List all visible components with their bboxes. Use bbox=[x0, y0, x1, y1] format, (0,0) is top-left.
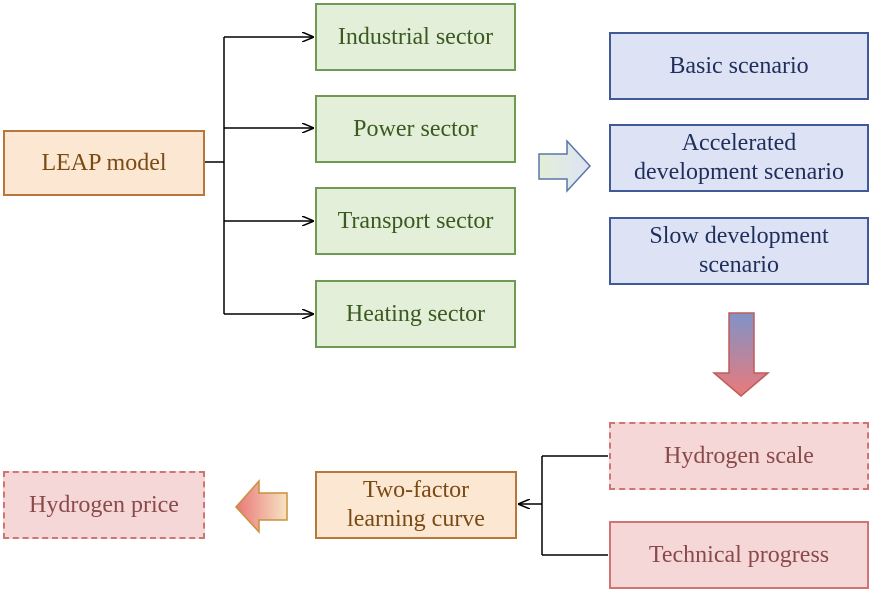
slow-scenario-label: Slow development scenario bbox=[649, 223, 829, 278]
power-sector-box: Power sector bbox=[315, 95, 516, 163]
accelerated-scenario-label: Accelerated development scenario bbox=[634, 130, 844, 185]
block-arrow-left bbox=[234, 479, 288, 534]
accelerated-scenario-box: Accelerated development scenario bbox=[609, 124, 869, 192]
technical-progress-box: Technical progress bbox=[609, 521, 869, 589]
basic-scenario-label: Basic scenario bbox=[669, 52, 809, 79]
hydrogen-price-label: Hydrogen price bbox=[29, 491, 179, 518]
hydrogen-scale-label: Hydrogen scale bbox=[664, 442, 814, 469]
basic-scenario-box: Basic scenario bbox=[609, 32, 869, 100]
leap-model-label: LEAP model bbox=[41, 149, 167, 176]
industrial-sector-box: Industrial sector bbox=[315, 3, 516, 71]
hydrogen-price-box: Hydrogen price bbox=[3, 471, 205, 539]
heating-sector-box: Heating sector bbox=[315, 280, 516, 348]
transport-sector-box: Transport sector bbox=[315, 187, 516, 255]
hydrogen-scale-box: Hydrogen scale bbox=[609, 422, 869, 490]
factor-connectors bbox=[519, 455, 608, 556]
leap-model-box: LEAP model bbox=[3, 130, 205, 196]
power-sector-label: Power sector bbox=[353, 115, 478, 142]
industrial-sector-label: Industrial sector bbox=[337, 23, 494, 50]
technical-progress-label: Technical progress bbox=[648, 541, 830, 568]
block-arrow-down bbox=[711, 312, 771, 397]
leap-connectors bbox=[205, 37, 313, 314]
transport-sector-label: Transport sector bbox=[337, 207, 494, 234]
heating-sector-label: Heating sector bbox=[345, 300, 486, 327]
learning-curve-box: Two-factor learning curve bbox=[315, 471, 517, 539]
block-arrow-right bbox=[538, 139, 592, 193]
slow-scenario-box: Slow development scenario bbox=[609, 217, 869, 285]
learning-curve-label: Two-factor learning curve bbox=[347, 477, 485, 532]
